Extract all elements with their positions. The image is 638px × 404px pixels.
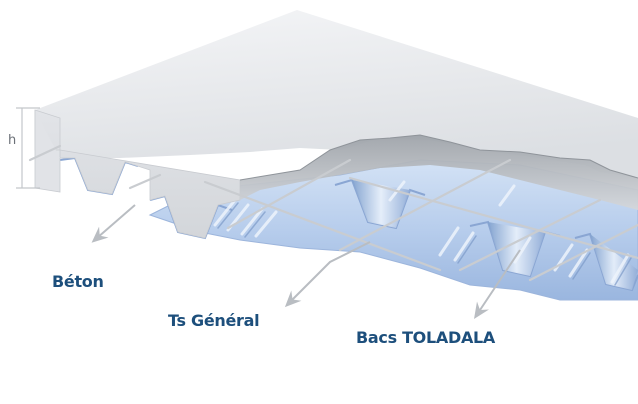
steel-deck <box>59 156 638 301</box>
reinforcement-mesh <box>28 144 638 282</box>
label-beton: Béton <box>52 272 104 291</box>
label-ts-general: Ts Général <box>168 311 260 330</box>
leader-arrows <box>91 204 521 319</box>
height-dimension-label: h <box>8 133 17 148</box>
arrow-bacs <box>474 249 521 319</box>
label-bacs-toladala: Bacs TOLADALA <box>356 328 496 347</box>
arrow-ts-general <box>284 241 371 308</box>
height-dimension <box>16 107 40 189</box>
arrow-beton <box>91 204 136 243</box>
